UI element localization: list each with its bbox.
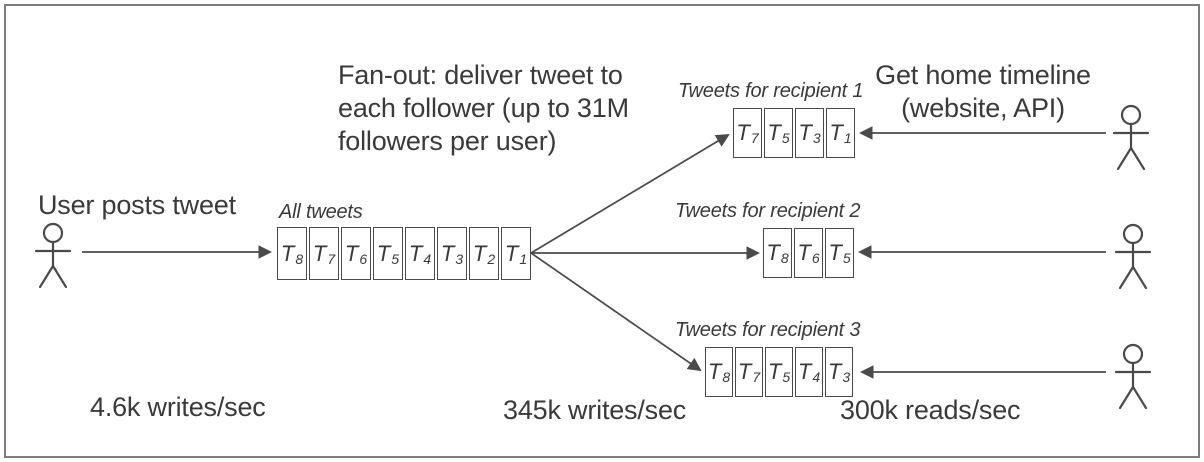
arrow-fanout-to-recipient3	[530, 252, 702, 372]
reader1-stick-figure-icon	[1112, 104, 1150, 171]
get-home-timeline-caption: Get home timeline (website, API)	[872, 59, 1094, 125]
recipient1-queue-label: Tweets for recipient 1	[678, 80, 864, 102]
user-stick-figure-icon	[34, 222, 72, 289]
get-home-timeline-line2: (website, API)	[901, 93, 1065, 123]
user-posts-tweet-label: User posts tweet	[38, 190, 236, 220]
fanout-caption: Fan-out: deliver tweet to each follower …	[338, 59, 629, 158]
recipient2-queue-label: Tweets for recipient 2	[675, 200, 861, 222]
fanout-caption-line2: each follower (up to 31M	[338, 93, 629, 123]
reads-per-sec-stat: 300k reads/sec	[840, 395, 1021, 425]
all-tweets-queue-label: All tweets	[279, 201, 363, 223]
writes-per-sec-fanout-stat: 345k writes/sec	[503, 395, 687, 425]
arrow-fanout-to-recipient1	[530, 133, 730, 254]
reader3-stick-figure-icon	[1114, 343, 1152, 410]
fanout-caption-line1: Fan-out: deliver tweet to	[338, 60, 623, 90]
get-home-timeline-line1: Get home timeline	[875, 60, 1091, 90]
diagram-border	[4, 4, 1200, 458]
recipient3-queue-label: Tweets for recipient 3	[675, 319, 861, 341]
reader2-stick-figure-icon	[1114, 223, 1152, 290]
writes-per-sec-user-stat: 4.6k writes/sec	[90, 392, 266, 422]
fanout-caption-line3: followers per user)	[338, 126, 557, 156]
